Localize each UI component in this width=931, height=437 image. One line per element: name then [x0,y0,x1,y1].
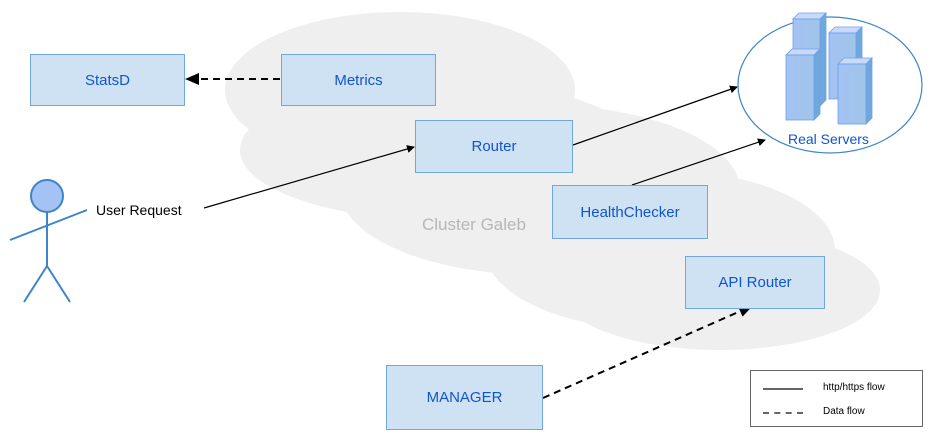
manager-to-api-router-arrow [542,305,753,399]
statsd-node: StatsD [30,54,185,106]
legend-http-flow-label: http/https flow [823,382,885,393]
user-figure [9,179,88,303]
legend-http-flow: http/https flow [751,379,922,399]
legend: http/https flow Data flow [750,370,923,427]
legend-data-flow: Data flow [751,403,922,423]
user-to-router-arrow [203,145,415,209]
router-node: Router [415,120,573,173]
server-icon [785,48,821,121]
server-icon [837,57,873,125]
healthchecker-to-servers-arrow [631,138,766,186]
manager-node: MANAGER [386,365,543,430]
real-servers-label: Real Servers [788,131,869,147]
real-servers-icon [737,12,923,154]
user-request-label: User Request [96,202,182,218]
cluster-label: Cluster Galeb [422,215,526,234]
solid-line-swatch [763,388,803,390]
dashed-line-swatch [763,412,803,414]
api-router-node: API Router [685,256,825,309]
metrics-node: Metrics [281,54,436,106]
router-to-servers-arrow [572,85,738,146]
legend-data-flow-label: Data flow [823,406,865,417]
healthchecker-node: HealthChecker [552,185,708,239]
